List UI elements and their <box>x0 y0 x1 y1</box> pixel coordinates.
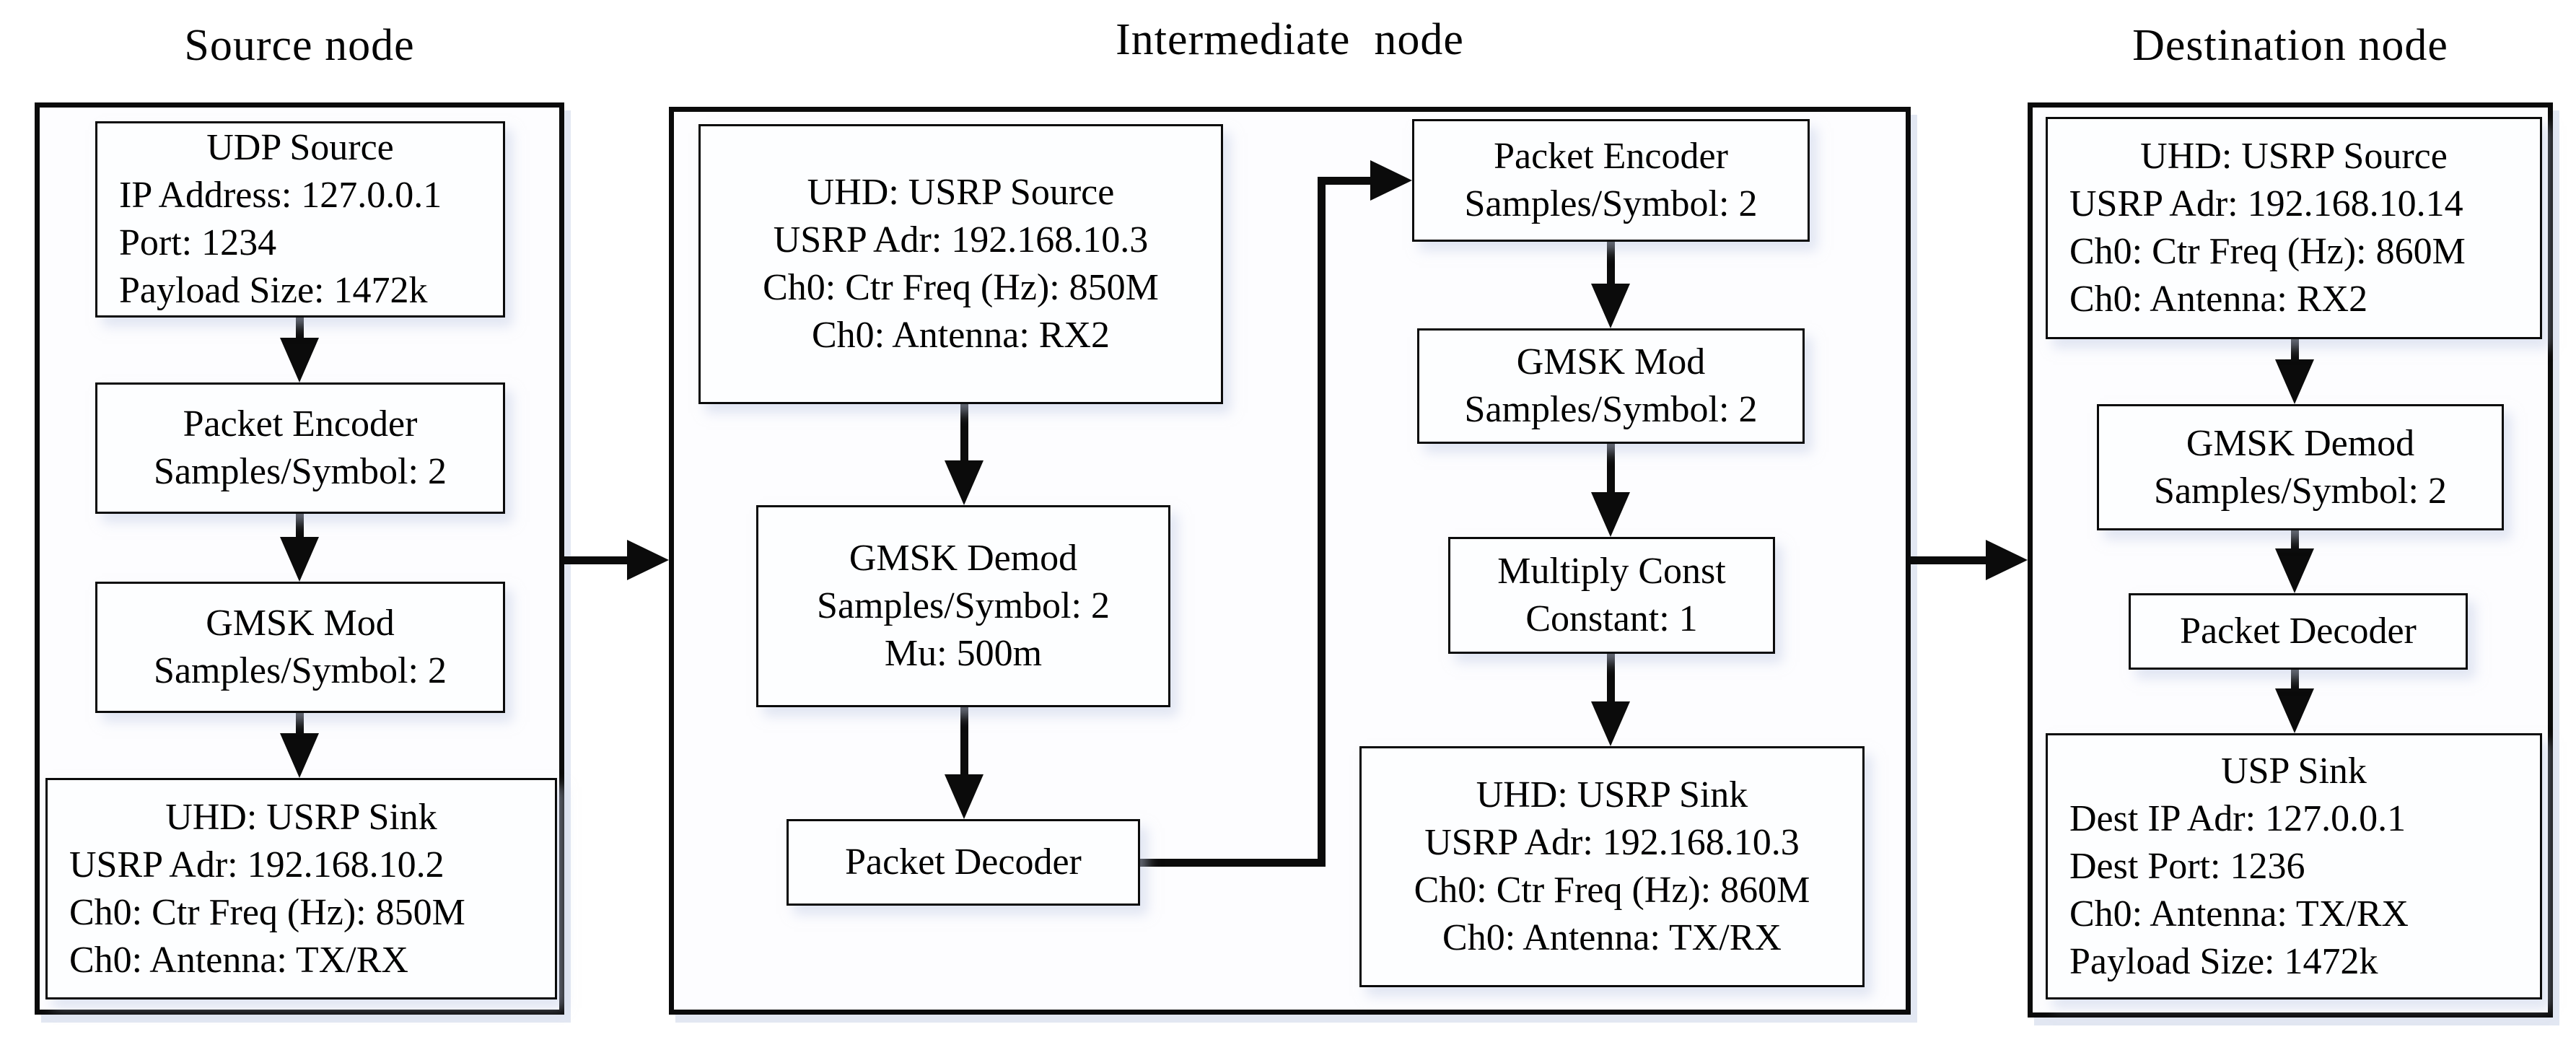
block-title: Packet Decoder <box>2180 611 2417 652</box>
block-param: Ch0: Antenna: RX2 <box>811 315 1110 356</box>
arrow-encoder-to-gmskmod-head <box>280 537 319 582</box>
arrow-usrpsrc3-to-gmskdemod3-head <box>2275 359 2314 404</box>
elbow-decoder-to-encoder-top <box>1318 177 1373 185</box>
block-title: UHD: USRP Source <box>807 172 1115 213</box>
block-packet-encoder-intermediate: Packet Encoder Samples/Symbol: 2 <box>1412 119 1810 242</box>
arrow-encoder2-to-gmskmod2-head <box>1591 284 1630 328</box>
block-param: Ch0: Antenna: TX/RX <box>1442 917 1782 958</box>
block-param: Dest Port: 1236 <box>2069 845 2305 887</box>
block-usp-sink: USP Sink Dest IP Adr: 127.0.0.1 Dest Por… <box>2046 733 2542 999</box>
intermediate-node-title: Intermediate node <box>1116 15 1464 64</box>
block-param: USRP Adr: 192.168.10.2 <box>69 844 444 885</box>
block-param: Samples/Symbol: 2 <box>1464 389 1758 430</box>
block-title: UHD: USRP Sink <box>165 796 437 838</box>
block-title: GMSK Mod <box>1516 341 1706 382</box>
arrow-gmskdemod-to-decoder-shaft <box>960 707 968 777</box>
block-param: Ch0: Antenna: TX/RX <box>2069 893 2409 935</box>
block-title: Packet Encoder <box>183 403 418 445</box>
block-packet-decoder-destination: Packet Decoder <box>2129 593 2468 670</box>
arrow-source-to-intermediate-shaft <box>564 556 630 564</box>
arrow-multiply-to-sink2-head <box>1591 701 1630 746</box>
arrow-decoder3-to-uspsink-shaft <box>2291 670 2299 691</box>
block-title: UHD: USRP Source <box>2140 136 2448 177</box>
block-title: GMSK Mod <box>206 603 395 644</box>
block-param: Constant: 1 <box>1525 598 1698 639</box>
block-title: UHD: USRP Sink <box>1476 774 1748 815</box>
block-title: UDP Source <box>206 127 394 168</box>
arrow-intermediate-to-destination-shaft <box>1911 556 1989 564</box>
block-usrp-sink-source: UHD: USRP Sink USRP Adr: 192.168.10.2 Ch… <box>45 778 557 999</box>
arrow-gmskdemod3-to-decoder3-shaft <box>2291 530 2299 551</box>
block-param: Samples/Symbol: 2 <box>2154 470 2447 512</box>
block-usrp-source-intermediate: UHD: USRP Source USRP Adr: 192.168.10.3 … <box>698 124 1223 404</box>
arrow-usrpsrc3-to-gmskdemod3-shaft <box>2291 339 2299 362</box>
block-param: USRP Adr: 192.168.10.3 <box>773 219 1149 261</box>
arrow-gmskdemod3-to-decoder3-head <box>2275 548 2314 593</box>
block-param: Ch0: Ctr Freq (Hz): 860M <box>1414 870 1810 911</box>
block-udp-source: UDP Source IP Address: 127.0.0.1 Port: 1… <box>95 121 505 318</box>
block-param: USRP Adr: 192.168.10.3 <box>1424 822 1800 863</box>
block-title: Packet Encoder <box>1494 136 1728 177</box>
arrow-encoder2-to-gmskmod2-shaft <box>1607 242 1615 286</box>
arrow-usrpsrc-to-gmskdemod-head <box>945 460 983 505</box>
arrow-usrpsrc-to-gmskdemod-shaft <box>960 404 968 463</box>
block-packet-encoder-source: Packet Encoder Samples/Symbol: 2 <box>95 382 505 514</box>
arrow-source-to-intermediate-head <box>627 540 669 580</box>
block-param: Ch0: Ctr Freq (Hz): 860M <box>2069 231 2466 272</box>
arrow-intermediate-to-destination-head <box>1986 540 2028 580</box>
arrow-udp-to-encoder-head <box>280 338 319 382</box>
block-param: Ch0: Antenna: TX/RX <box>69 939 408 981</box>
block-param: Ch0: Antenna: RX2 <box>2069 279 2368 320</box>
source-node-title: Source node <box>184 21 415 70</box>
block-usrp-sink-intermediate: UHD: USRP Sink USRP Adr: 192.168.10.3 Ch… <box>1359 746 1865 987</box>
block-title: GMSK Demod <box>849 538 1078 579</box>
block-gmsk-demod-destination: GMSK Demod Samples/Symbol: 2 <box>2097 404 2504 530</box>
block-param: Samples/Symbol: 2 <box>817 585 1110 626</box>
block-title: GMSK Demod <box>2186 422 2415 464</box>
block-gmsk-demod-intermediate: GMSK Demod Samples/Symbol: 2 Mu: 500m <box>756 505 1170 707</box>
elbow-decoder-to-encoder-head <box>1370 160 1412 201</box>
arrow-gmskmod2-to-multiply-head <box>1591 492 1630 537</box>
block-title: Packet Decoder <box>845 841 1082 883</box>
block-param: Ch0: Ctr Freq (Hz): 850M <box>69 891 465 933</box>
arrow-multiply-to-sink2-shaft <box>1607 654 1615 704</box>
arrow-gmskmod-to-sink-shaft <box>296 713 304 736</box>
block-gmsk-mod-source: GMSK Mod Samples/Symbol: 2 <box>95 582 505 713</box>
arrow-gmskmod-to-sink-head <box>280 733 319 778</box>
block-param: Payload Size: 1472k <box>119 270 428 311</box>
destination-node-title: Destination node <box>2132 21 2448 70</box>
arrow-encoder-to-gmskmod-shaft <box>296 514 304 540</box>
elbow-decoder-to-encoder-vertical <box>1318 177 1326 867</box>
arrow-gmskdemod-to-decoder-head <box>945 774 983 819</box>
block-param: Samples/Symbol: 2 <box>154 451 447 492</box>
block-packet-decoder-intermediate: Packet Decoder <box>787 819 1140 906</box>
elbow-decoder-to-encoder-bottom <box>1140 859 1321 867</box>
block-gmsk-mod-intermediate: GMSK Mod Samples/Symbol: 2 <box>1417 328 1805 444</box>
arrow-udp-to-encoder-shaft <box>296 318 304 341</box>
arrow-gmskmod2-to-multiply-shaft <box>1607 444 1615 495</box>
arrow-decoder3-to-uspsink-head <box>2275 688 2314 733</box>
block-param: Samples/Symbol: 2 <box>154 650 447 691</box>
block-title: USP Sink <box>2221 750 2367 792</box>
block-usrp-source-destination: UHD: USRP Source USRP Adr: 192.168.10.14… <box>2046 117 2542 339</box>
block-param: IP Address: 127.0.0.1 <box>119 175 442 216</box>
block-param: Samples/Symbol: 2 <box>1464 183 1758 224</box>
block-param: Mu: 500m <box>884 633 1043 674</box>
block-param: Ch0: Ctr Freq (Hz): 850M <box>763 267 1159 308</box>
block-param: USRP Adr: 192.168.10.14 <box>2069 183 2463 224</box>
block-param: Payload Size: 1472k <box>2069 940 2378 982</box>
block-multiply-const: Multiply Const Constant: 1 <box>1448 537 1775 654</box>
block-param: Port: 1234 <box>119 222 277 263</box>
block-param: Dest IP Adr: 127.0.0.1 <box>2069 797 2406 839</box>
block-title: Multiply Const <box>1497 551 1726 592</box>
